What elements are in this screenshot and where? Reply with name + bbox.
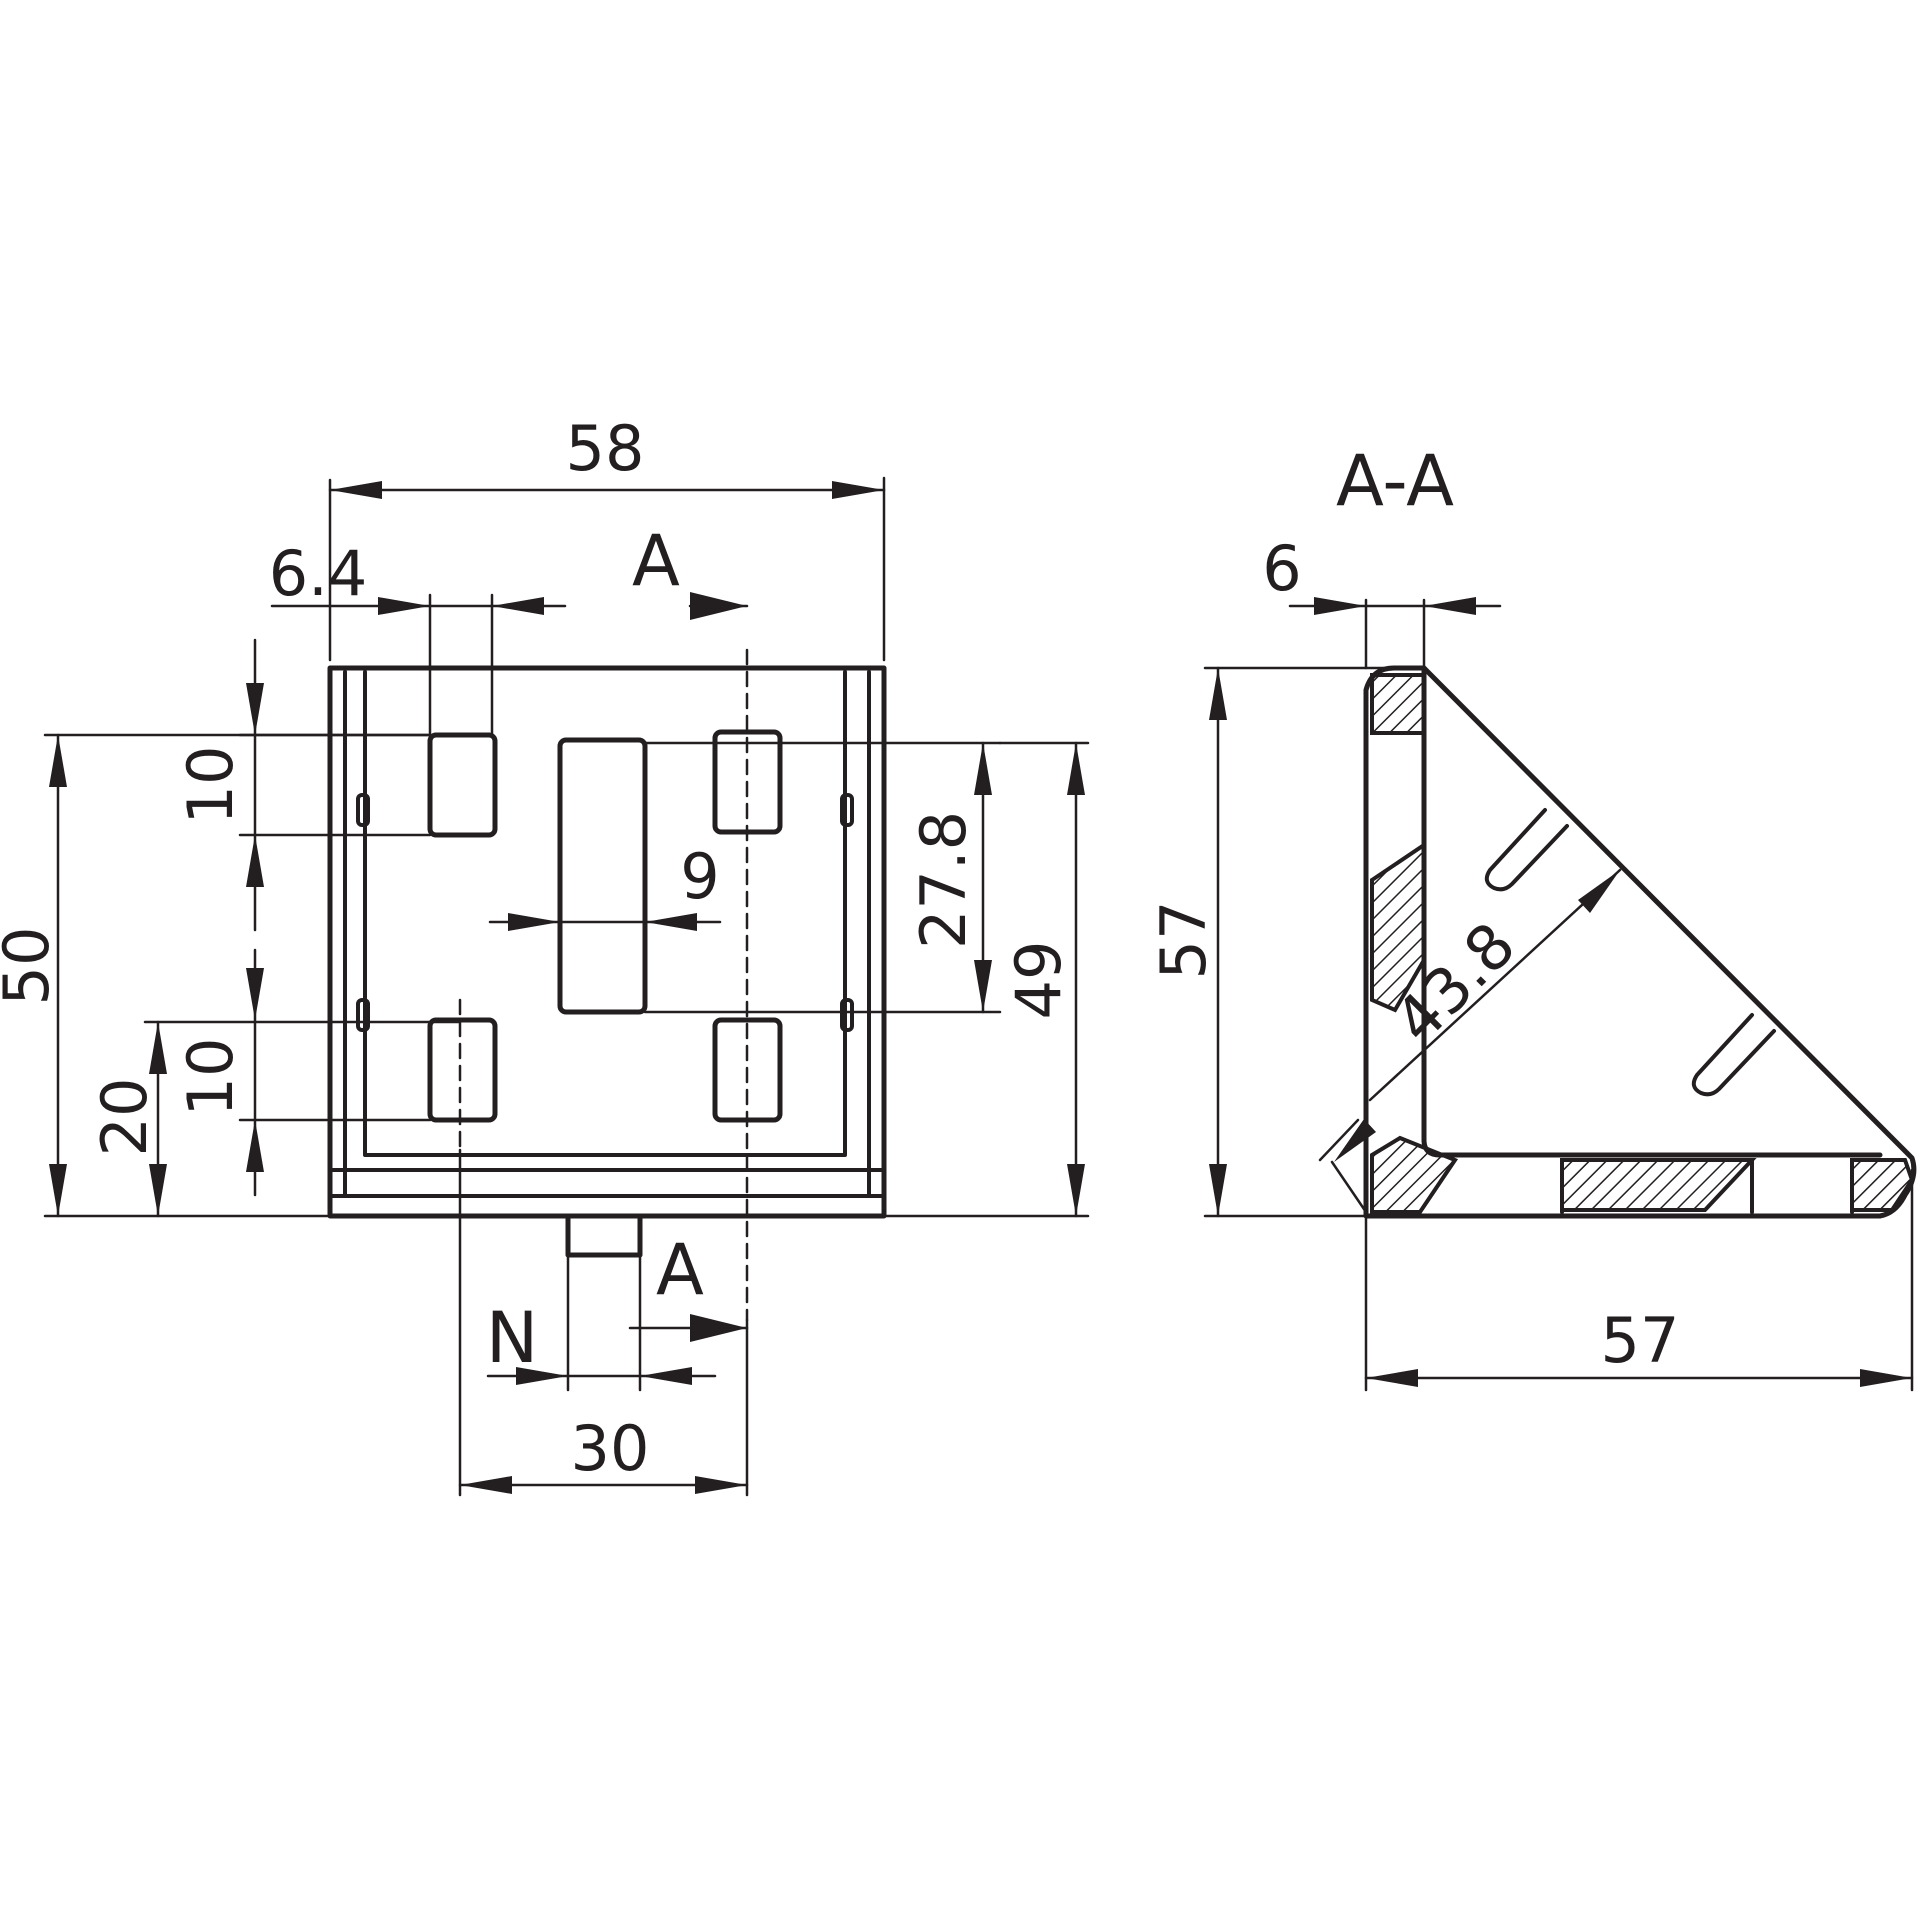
dim-inner-height-49: 49 (1002, 941, 1075, 1020)
slot-bottom-left (427, 1017, 498, 1123)
hatch-middle (1370, 841, 1426, 1013)
dim-overall-height-50: 50 (0, 927, 63, 1006)
dim-lower-offset-20: 20 (88, 1078, 161, 1157)
dim-slot-height-bottom: 10 (174, 1038, 247, 1117)
dim-slot-width-9: 9 (680, 840, 719, 913)
dim-tab-label-n: N (486, 1297, 538, 1379)
section-dimensions: 6 57 43.8 57 (1147, 532, 1914, 1392)
front-inner-outline (363, 670, 847, 1157)
dim-width-58: 58 (566, 412, 645, 485)
hatch-bottom-middle (1560, 1158, 1757, 1212)
slot-top-left (427, 732, 498, 838)
section-inner-web (1421, 665, 1883, 1158)
section-view: A-A (1336, 440, 1917, 1219)
front-view (327, 648, 887, 1322)
stub-slot-lower (1691, 1013, 1776, 1097)
dim-slot-spacing-27-8: 27.8 (907, 811, 980, 949)
dim-center-offset-30: 30 (571, 1412, 650, 1485)
hatch-top (1370, 673, 1426, 735)
center-slot (557, 737, 648, 1015)
stub-slot-upper (1484, 808, 1569, 892)
section-mark-a-top: A (632, 520, 680, 602)
dim-slot-height-top: 10 (174, 746, 247, 825)
hatch-bottom-left (1370, 1135, 1459, 1214)
front-outer-outline (327, 665, 887, 1219)
section-mark-a-bottom: A (656, 1229, 704, 1311)
front-dimensions: 58 6.4 A 10 10 50 (0, 412, 1090, 1497)
dim-base-length-57: 57 (1601, 1304, 1680, 1377)
dim-wall-thickness-6: 6 (1262, 532, 1301, 605)
section-title: A-A (1336, 440, 1454, 522)
dim-height-57: 57 (1147, 901, 1220, 980)
dim-offset-6-4: 6.4 (269, 537, 368, 610)
bottom-tab (565, 1213, 643, 1258)
